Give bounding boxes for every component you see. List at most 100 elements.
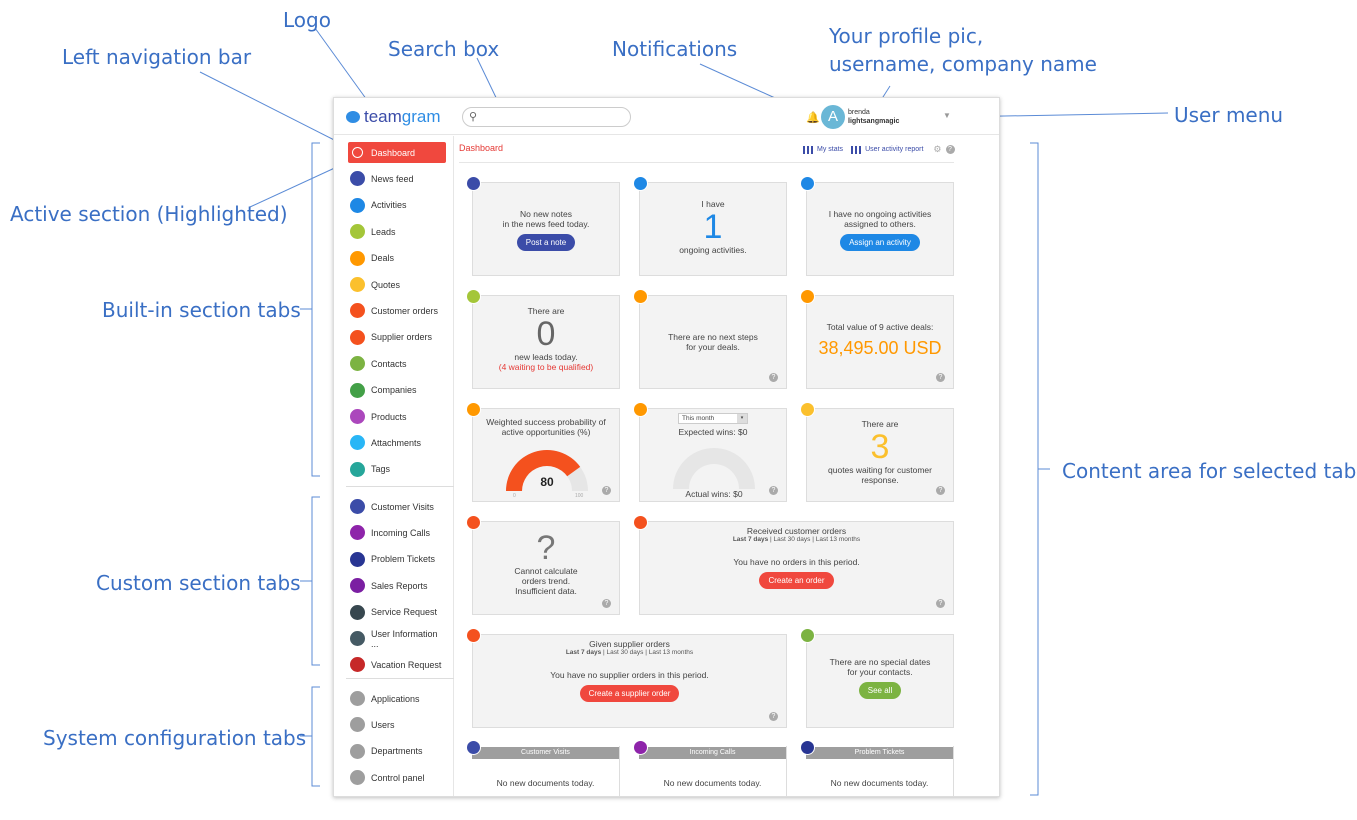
sidebar-item-label: Tags (371, 464, 391, 475)
help-icon[interactable]: ? (945, 145, 955, 154)
tags-icon (350, 461, 365, 477)
last-7-days-link[interactable]: Last 7 days (732, 536, 769, 543)
no-ongoing-text-1: I have no ongoing activities (828, 209, 932, 219)
user-activity-report-link[interactable]: User activity report (865, 146, 924, 153)
sidebar-item-control-panel[interactable]: Control panel (348, 767, 446, 788)
sidebar-item-dashboard[interactable]: Dashboard (348, 142, 446, 163)
news-feed-icon (350, 171, 365, 187)
sidebar-item-incoming-calls[interactable]: Incoming Calls (348, 522, 446, 543)
search-input[interactable]: ⚲ (462, 107, 631, 127)
help-icon[interactable]: ? (769, 373, 778, 382)
ongoing-activities-card: I have 1 ongoing activities. (639, 182, 787, 276)
weighted-text-2: active opportunities (%) (501, 427, 591, 437)
dates-text-2: for your contacts. (847, 667, 913, 677)
gauge-min: 0 (513, 493, 516, 499)
supplier-orders-card: Given supplier orders Last 7 days | Last… (472, 634, 787, 728)
post-note-button[interactable]: Post a note (516, 234, 576, 251)
top-bar: teamgram ⚲ 🔔 A brenda lightsangmagic ▼ (334, 98, 999, 135)
notes-text-2: in the news feed today. (502, 219, 590, 229)
system-tabs-annotation: System configuration tabs (43, 726, 307, 750)
help-icon[interactable]: ? (936, 373, 945, 382)
sidebar-item-problem-tickets[interactable]: Problem Tickets (348, 549, 446, 570)
trend-text-1: Cannot calculate (514, 566, 578, 576)
sidebar-item-sales-reports[interactable]: Sales Reports (348, 575, 446, 596)
sidebar-item-applications[interactable]: Applications (348, 688, 446, 709)
sidebar-item-companies[interactable]: Companies (348, 380, 446, 401)
sidebar-item-supplier-orders[interactable]: Supplier orders (348, 327, 446, 348)
quotes-icon (350, 277, 365, 292)
leads-icon (350, 224, 365, 240)
create-supplier-order-button[interactable]: Create a supplier order (579, 685, 680, 702)
sidebar-item-quotes[interactable]: Quotes (348, 274, 446, 295)
sidebar-item-activities[interactable]: Activities (348, 195, 446, 216)
gauge-fill (505, 449, 581, 491)
help-icon[interactable]: ? (769, 712, 778, 721)
my-stats-link[interactable]: My stats (817, 146, 844, 153)
sidebar-item-attachments[interactable]: Attachments (348, 432, 446, 453)
sidebar-item-products[interactable]: Products (348, 406, 446, 427)
there-are-text: There are (527, 306, 565, 316)
sidebar-item-leads[interactable]: Leads (348, 221, 446, 242)
incoming-calls-header: Incoming Calls (639, 747, 786, 759)
quotes-there-text: There are (861, 419, 899, 429)
other-periods-links[interactable]: | Last 30 days | Last 13 months (768, 536, 861, 543)
sidebar-item-label: Activities (371, 200, 407, 211)
given-orders-title: Given supplier orders (589, 639, 670, 649)
customer-visits-card: Customer Visits No new documents today. (466, 746, 620, 796)
active-section-annotation: Active section (Highlighted) (10, 202, 288, 226)
customer-orders-icon (466, 515, 481, 530)
logo-annotation: Logo (283, 8, 331, 32)
help-icon[interactable]: ? (602, 599, 611, 608)
sidebar-item-vacation-request[interactable]: Vacation Request (348, 654, 446, 675)
supplier-orders-icon (350, 329, 365, 345)
avatar[interactable]: A (821, 105, 845, 129)
sidebar-item-departments[interactable]: Departments (348, 741, 446, 762)
user-menu-chevron-down-icon[interactable]: ▼ (943, 111, 951, 120)
sidebar-item-contacts[interactable]: Contacts (348, 353, 446, 374)
sidebar-item-deals[interactable]: Deals (348, 248, 446, 269)
period-select[interactable]: This month▾ (678, 413, 748, 424)
assign-activity-button[interactable]: Assign an activity (840, 234, 920, 251)
last-7-days-link[interactable]: Last 7 days (565, 649, 602, 656)
sidebar-item-label: Deals (371, 253, 395, 264)
assigned-activities-card: I have no ongoing activities assigned to… (806, 182, 954, 276)
help-icon[interactable]: ? (936, 599, 945, 608)
vacation-request-icon (350, 657, 365, 673)
no-steps-text-1: There are no next steps (668, 332, 758, 342)
see-all-button[interactable]: See all (858, 682, 902, 699)
incoming-calls-icon (633, 740, 648, 755)
sidebar-item-news-feed[interactable]: News feed (348, 168, 446, 189)
sidebar-item-tags[interactable]: Tags (348, 459, 446, 480)
help-icon[interactable]: ? (602, 486, 611, 495)
user-info[interactable]: brenda lightsangmagic (848, 108, 899, 126)
activities-icon (800, 176, 815, 191)
help-icon[interactable]: ? (769, 486, 778, 495)
attachments-icon (350, 435, 365, 451)
deals-icon (633, 402, 648, 417)
customer-orders-icon (633, 515, 648, 530)
other-periods-links[interactable]: | Last 30 days | Last 13 months (601, 649, 694, 656)
help-icon[interactable]: ? (936, 486, 945, 495)
question-mark: ? (536, 529, 556, 567)
expected-wins-card: This month▾ Expected wins: $0 Actual win… (639, 408, 787, 502)
gear-icon[interactable]: ⚙ (933, 144, 942, 154)
expected-wins-text: Expected wins: $0 (678, 427, 748, 437)
notifications-annotation: Notifications (612, 37, 738, 61)
logo[interactable]: teamgram (346, 107, 441, 127)
new-leads-count: 0 (536, 315, 556, 353)
notifications-bell-icon[interactable]: 🔔 (806, 112, 820, 124)
sidebar-item-customer-visits[interactable]: Customer Visits (348, 496, 446, 517)
no-docs-text: No new documents today. (496, 778, 595, 788)
sidebar-item-service-request[interactable]: Service Request (348, 602, 446, 623)
sidebar-item-customer-orders[interactable]: Customer orders (348, 300, 446, 321)
departments-icon (350, 743, 365, 759)
actual-wins-text: Actual wins: $0 (685, 489, 743, 499)
create-order-button[interactable]: Create an order (759, 572, 834, 589)
sidebar-item-user-information[interactable]: User Information ... (348, 628, 446, 649)
sidebar-item-users[interactable]: Users (348, 714, 446, 735)
sidebar-item-label: Incoming Calls (371, 527, 431, 538)
activities-icon (633, 176, 648, 191)
leads-icon (466, 289, 481, 304)
report-links: My stats User activity report ⚙ ? (803, 144, 955, 155)
